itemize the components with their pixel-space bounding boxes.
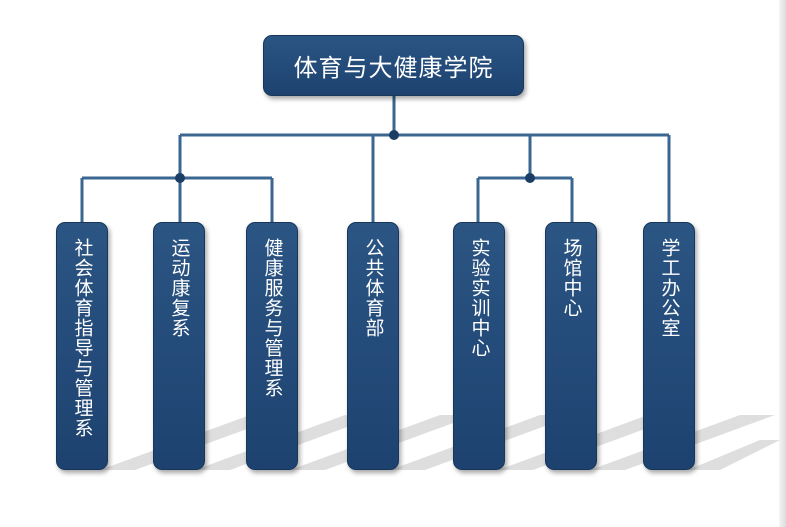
page-right-edge [779, 0, 786, 527]
org-unit-2-label: 运动康复系 [168, 238, 191, 338]
org-unit-5: 实验实训中心 [453, 222, 505, 470]
org-unit-5-label: 实验实训中心 [468, 238, 491, 358]
org-unit-3-label: 健康服务与管理系 [261, 238, 284, 398]
org-unit-6: 场馆中心 [545, 222, 597, 470]
junction-dots [175, 130, 535, 183]
org-unit-2: 运动康复系 [153, 222, 205, 470]
org-unit-3: 健康服务与管理系 [246, 222, 298, 470]
org-unit-1: 社会体育指导与管理系 [56, 222, 108, 470]
junction-right [525, 173, 535, 183]
org-unit-7-label: 学工办公室 [658, 238, 681, 338]
connector-lines [80, 96, 671, 222]
org-root-label: 体育与大健康学院 [293, 54, 494, 82]
shadow-7 [688, 440, 780, 470]
junction-left [175, 173, 185, 183]
org-unit-7: 学工办公室 [643, 222, 695, 470]
org-unit-1-label: 社会体育指导与管理系 [71, 238, 94, 438]
junction-root [389, 130, 399, 140]
org-unit-6-label: 场馆中心 [560, 238, 583, 318]
org-root-box: 体育与大健康学院 [263, 35, 524, 96]
org-unit-4-label: 公共体育部 [362, 238, 385, 338]
org-unit-4: 公共体育部 [347, 222, 399, 470]
